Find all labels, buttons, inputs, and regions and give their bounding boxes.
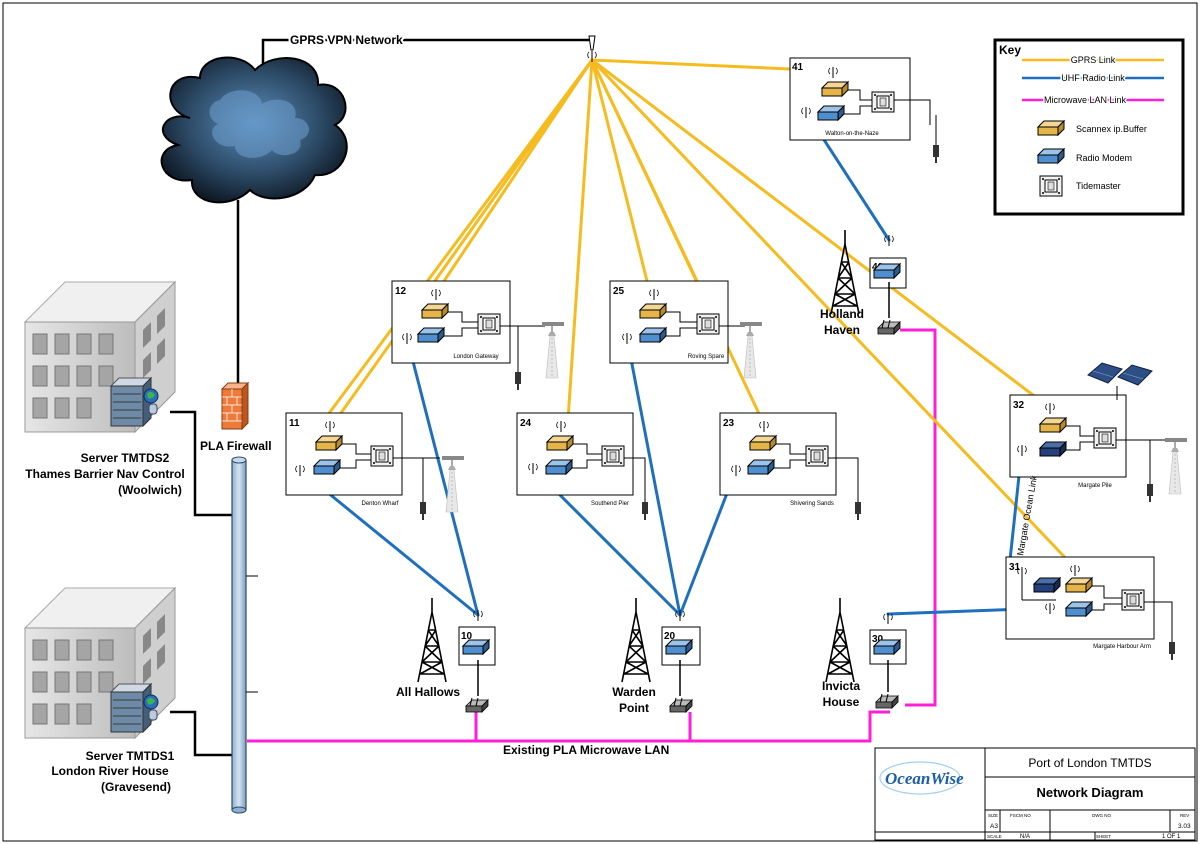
relay-30: 30 Invicta House <box>822 597 907 709</box>
station-31: 31 Margate Harbour Arm <box>1005 556 1176 661</box>
legend-uhf: UHF Radio Link <box>1022 72 1164 85</box>
svg-text:20: 20 <box>664 631 676 642</box>
gprs-antenna-icon <box>587 35 597 63</box>
sheet-label: SHEET <box>1096 834 1111 839</box>
svg-text:31: 31 <box>1009 562 1021 573</box>
oceanwise-logo: OceanWise <box>879 761 964 795</box>
size-value: A3 <box>990 823 998 830</box>
svg-text:30: 30 <box>872 634 884 645</box>
sheet-value: 1 OF 1 <box>1162 834 1181 840</box>
station-41: 41 Walton-on-the-Naze <box>789 57 940 164</box>
svg-text:10: 10 <box>461 631 473 642</box>
firewall-icon <box>220 381 250 431</box>
station-12: 12 London Gateway <box>391 280 565 391</box>
modem-icon <box>1037 148 1065 164</box>
dwg-label: DWG NO <box>1092 813 1111 818</box>
svg-text:House: House <box>823 695 860 709</box>
size-label: SIZE <box>988 813 998 818</box>
svg-text:OceanWise: OceanWise <box>885 769 964 788</box>
svg-text:London Gateway: London Gateway <box>453 354 498 360</box>
svg-text:41: 41 <box>792 62 804 73</box>
rev-value: 3.03 <box>1178 823 1191 830</box>
gprs-links <box>322 58 1077 570</box>
legend-microwave: Microwave LAN Link <box>1022 94 1164 107</box>
svg-text:Roving Spare: Roving Spare <box>688 354 725 360</box>
svg-text:25: 25 <box>613 286 625 297</box>
svg-text:24: 24 <box>520 418 532 429</box>
firewall-label: PLA Firewall <box>200 439 272 453</box>
scale-value: N/A <box>1020 834 1030 840</box>
svg-text:Margate Pile: Margate Pile <box>1078 483 1112 489</box>
svg-text:Southend Pier: Southend Pier <box>591 501 629 507</box>
scale-label: SCALE <box>987 834 1002 839</box>
svg-text:Holland: Holland <box>820 307 864 321</box>
relay-20: 20 Warden Point <box>612 597 701 715</box>
server-tmtds2-label: Server TMTDS2 Thames Barrier Nav Control… <box>25 451 184 497</box>
svg-text:Walton-on-the-Naze: Walton-on-the-Naze <box>825 131 879 137</box>
station-32: 32 Margate Pile <box>1009 362 1188 503</box>
rev-label: REV <box>1180 813 1189 818</box>
svg-text:Key: Key <box>999 43 1021 57</box>
buffer-icon <box>1037 120 1065 136</box>
gprs-vpn-label: GPRS VPN Network <box>290 33 403 47</box>
server-links <box>170 410 232 757</box>
backbone-pipe <box>231 456 258 814</box>
svg-text:UHF Radio Link: UHF Radio Link <box>1061 73 1125 83</box>
station-25: 25 Roving Spare <box>609 280 763 379</box>
svg-text:Denton Wharf: Denton Wharf <box>361 501 398 507</box>
drawing-title: Network Diagram <box>1037 785 1144 800</box>
server-tmtds1-label: Server TMTDS1 London River House (Graves… <box>51 749 174 794</box>
svg-text:Server TMTDS1: Server TMTDS1 <box>86 749 175 763</box>
svg-text:Scannex ip.Buffer: Scannex ip.Buffer <box>1076 124 1147 134</box>
svg-text:23: 23 <box>723 418 735 429</box>
svg-text:32: 32 <box>1013 400 1025 411</box>
svg-text:GPRS Link: GPRS Link <box>1071 55 1116 65</box>
tidemaster-icon <box>1039 175 1063 197</box>
title-block <box>874 747 1196 841</box>
svg-text:Thames Barrier Nav Control: Thames Barrier Nav Control <box>25 467 184 481</box>
microwave-lan-label: Existing PLA Microwave LAN <box>503 743 669 757</box>
svg-text:Tidemaster: Tidemaster <box>1076 181 1121 191</box>
server-tmtds1-building <box>24 587 176 739</box>
svg-text:Radio Modem: Radio Modem <box>1076 153 1132 163</box>
legend: Key GPRS Link UHF Radio Link Microwave L… <box>993 38 1185 216</box>
cloud-icon <box>160 56 348 204</box>
microwave-links <box>247 328 937 743</box>
svg-text:(Gravesend): (Gravesend) <box>101 780 171 794</box>
svg-text:Microwave LAN Link: Microwave LAN Link <box>1044 95 1127 105</box>
gprs-vpn-line <box>236 38 590 392</box>
svg-text:Haven: Haven <box>824 323 860 337</box>
relay-40: 40 Holland Haven <box>820 229 907 337</box>
station-23: 23 Shivering Sands <box>719 412 862 521</box>
svg-text:11: 11 <box>289 418 300 429</box>
svg-text:12: 12 <box>395 286 407 297</box>
svg-text:London River House: London River House <box>51 764 169 778</box>
server-tmtds2-building <box>24 281 176 433</box>
fscm-label: FSCM NO <box>1010 813 1031 818</box>
svg-text:Invicta: Invicta <box>822 679 860 693</box>
legend-gprs: GPRS Link <box>1022 54 1164 67</box>
station-11: 11 Denton Wharf <box>285 412 465 521</box>
svg-text:Point: Point <box>619 701 649 715</box>
svg-text:All Hallows: All Hallows <box>396 685 460 699</box>
svg-text:Margate Harbour Arm: Margate Harbour Arm <box>1093 644 1151 650</box>
svg-text:Shivering Sands: Shivering Sands <box>790 501 834 507</box>
svg-text:Server TMTDS2: Server TMTDS2 <box>81 451 170 465</box>
svg-text:(Woolwich): (Woolwich) <box>118 483 182 497</box>
station-24: 24 Southend Pier <box>516 412 649 521</box>
svg-text:Warden: Warden <box>612 685 656 699</box>
relay-10: 10 All Hallows <box>396 597 496 713</box>
project-title: Port of London TMTDS <box>1028 756 1151 770</box>
